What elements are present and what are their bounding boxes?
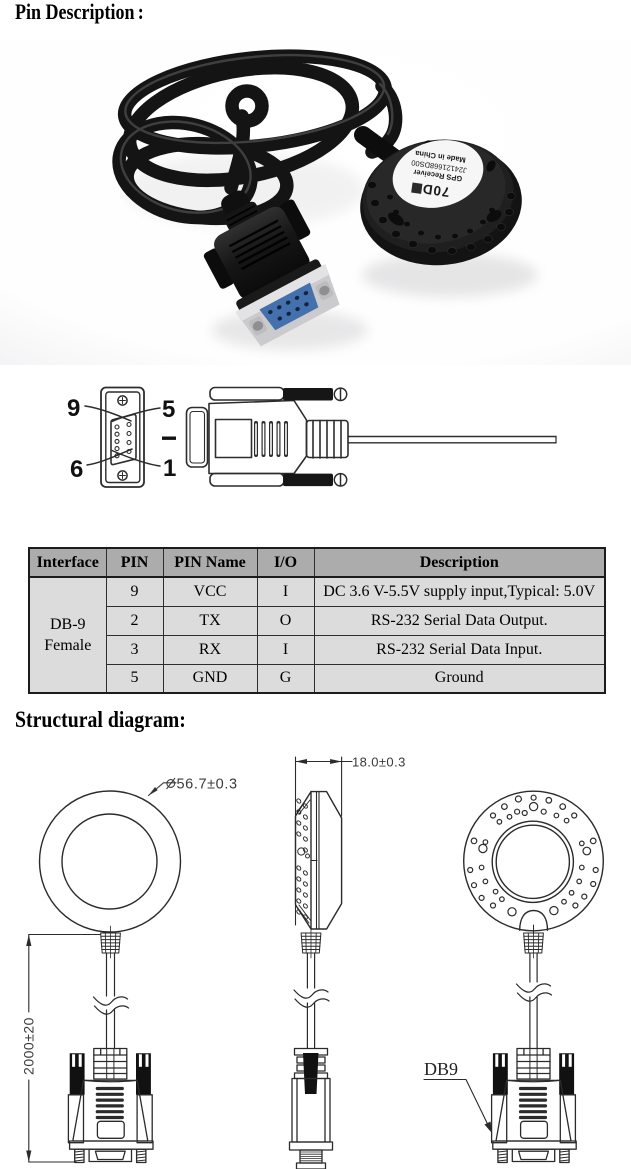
svg-text:1: 1: [163, 455, 176, 482]
svg-text:5: 5: [162, 396, 175, 423]
svg-text:2000±20: 2000±20: [21, 1017, 37, 1075]
svg-text:9: 9: [67, 395, 80, 422]
svg-text:DB9: DB9: [424, 1059, 458, 1079]
svg-text:70D: 70D: [421, 181, 451, 200]
svg-text:56.7±0.3: 56.7±0.3: [177, 777, 238, 793]
svg-text:18.0±0.3: 18.0±0.3: [352, 755, 406, 770]
svg-text:6: 6: [70, 456, 83, 483]
